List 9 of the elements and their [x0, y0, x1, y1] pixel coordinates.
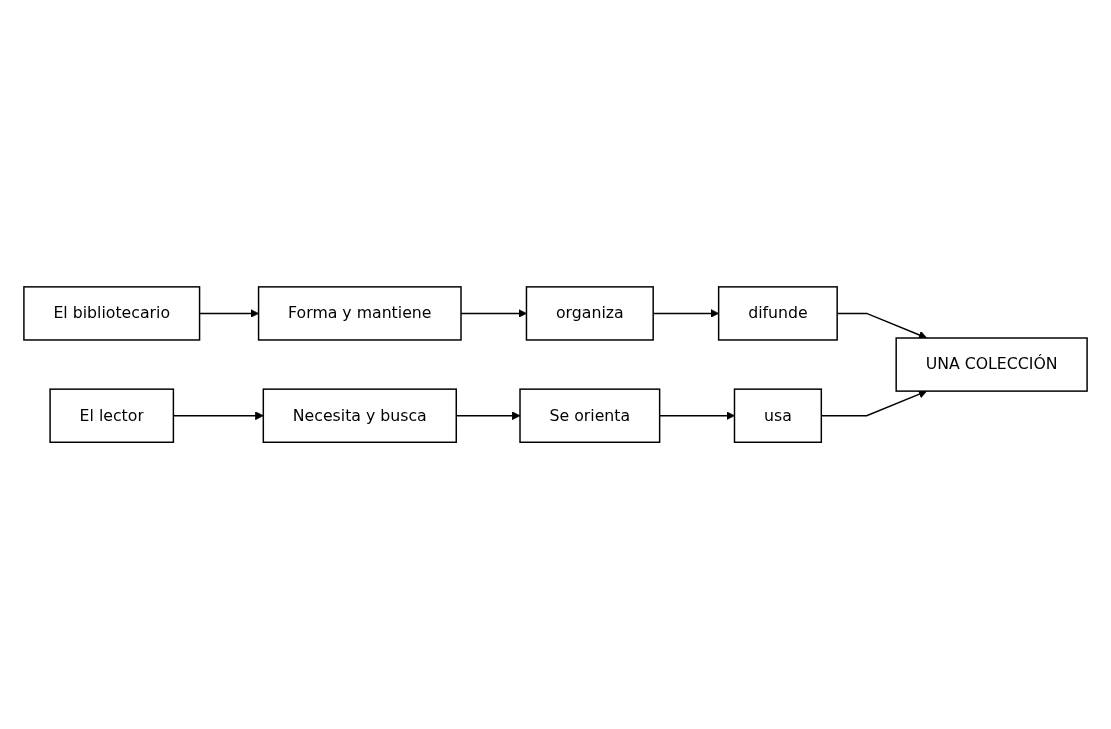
node-box: El bibliotecario	[23, 286, 201, 341]
node-box: organiza	[525, 286, 654, 341]
node-box: Necesita y busca	[262, 388, 457, 443]
node-box: difunde	[717, 286, 838, 341]
node-box: Forma y mantiene	[257, 286, 462, 341]
node-box: Se orienta	[519, 388, 661, 443]
node-box: El lector	[49, 388, 175, 443]
node-box: usa	[733, 388, 823, 443]
node-box: UNA COLECCIÓN	[895, 337, 1088, 392]
